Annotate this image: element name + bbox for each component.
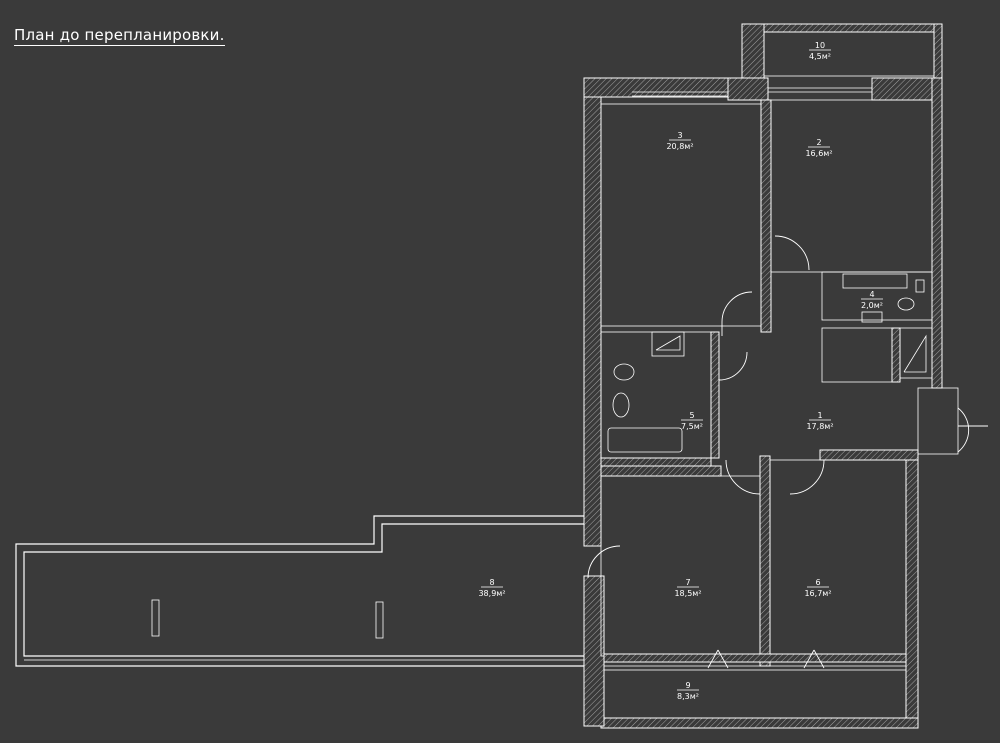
room-3-number: 3 [677,131,682,140]
door-room-5-swing [718,351,748,381]
room-5-number: 5 [689,411,694,420]
balcony-10-top-wall [741,23,943,33]
room-10-number: 10 [815,41,825,50]
room-7-area: 18,5м² [674,589,701,598]
top-wall-left-pier [727,77,769,101]
balcony-10-outline [763,31,935,77]
room-10-area: 4,5м² [809,52,831,61]
room-8-number: 8 [489,578,494,587]
door-room-6-swing [789,459,825,495]
room-1-area: 17,8м² [806,422,833,431]
wall-below-room-5 [600,457,712,467]
wall-right-room-5 [710,331,720,459]
door-room-2-swing [774,235,810,271]
room-label-5: 5 7,5м² [681,411,703,431]
shaft-room-5-diag [655,335,681,351]
room-5-area: 7,5м² [681,422,703,431]
bottom-loggia-wall [600,717,919,729]
room-8-column-left [151,599,160,637]
window-wall-loggia [603,653,907,663]
room-2-number: 2 [816,138,821,147]
room-label-10: 10 4,5м² [809,41,831,61]
room-7-outline [600,475,761,657]
wall-room-3-2 [760,99,772,333]
bathtub-room-4 [842,273,908,289]
room-2-outline [770,99,933,273]
wall-room-7-6 [759,455,771,667]
toilet-tank-4 [915,279,925,293]
closet-divider [891,327,901,383]
right-exterior-wall [931,77,943,389]
room-1-number: 1 [817,411,822,420]
plan-title: План до перепланировки. [14,26,225,44]
title-underline [14,45,225,46]
left-lower-wall [583,575,605,727]
top-wall-room-3 [583,77,735,98]
entrance-door-swing [957,407,970,453]
sink-room-5 [612,392,630,418]
room-label-2: 2 16,6м² [805,138,832,158]
room-label-8: 8 38,9м² [478,578,505,598]
door-room-3-swing [721,291,753,323]
door-room-8-swing [587,545,621,579]
room-label-9: 9 8,3м² [677,681,699,701]
toilet-room-4 [897,297,915,311]
closet-left [821,327,893,383]
room-6-outline [769,459,907,657]
shaft-room-5 [651,331,685,357]
wall-hall-room-6 [819,449,919,461]
room-7-number: 7 [685,578,690,587]
sink-room-4 [861,311,883,323]
room-label-7: 7 18,5м² [674,578,701,598]
room-label-4: 4 2,0м² [861,290,883,310]
room-labels: 1 17,8м² 2 16,6м² 3 20,8м² 4 2,0м² 5 7,5м² 6 16,7м²… [478,41,883,701]
room-4-number: 4 [869,290,874,299]
room-2-area: 16,6м² [805,149,832,158]
room-9-area: 8,3м² [677,692,699,701]
wall-hall-room-7 [600,465,722,477]
room-4-outline [821,271,933,321]
vestibule-outline [917,387,959,455]
room-label-3: 3 20,8м² [666,131,693,151]
room-5-outline [600,331,712,459]
closet-right-shaft [903,334,927,373]
room-9-number: 9 [685,681,690,690]
room-8-inner-outline [23,523,584,657]
room-3-area: 20,8м² [666,142,693,151]
balcony-door-room-6 [803,649,825,669]
room-label-1: 1 17,8м² [806,411,833,431]
balcony-door-room-7 [707,649,729,669]
right-lower-wall [905,449,919,727]
room-label-6: 6 16,7м² [804,578,831,598]
room-6-area: 16,7м² [804,589,831,598]
exterior-walls [583,23,943,729]
closet-right [899,327,933,379]
toilet-room-5 [613,363,635,381]
room-4-area: 2,0м² [861,301,883,310]
room-8-outer-outline [15,515,584,667]
room-6-number: 6 [815,578,820,587]
door-room-7-swing [725,459,761,495]
room-8-area: 38,9м² [478,589,505,598]
bathtub-room-5 [607,427,683,453]
loggia-9-outline [603,669,907,719]
room-8-column-right [375,601,384,639]
left-exterior-wall [583,77,602,547]
